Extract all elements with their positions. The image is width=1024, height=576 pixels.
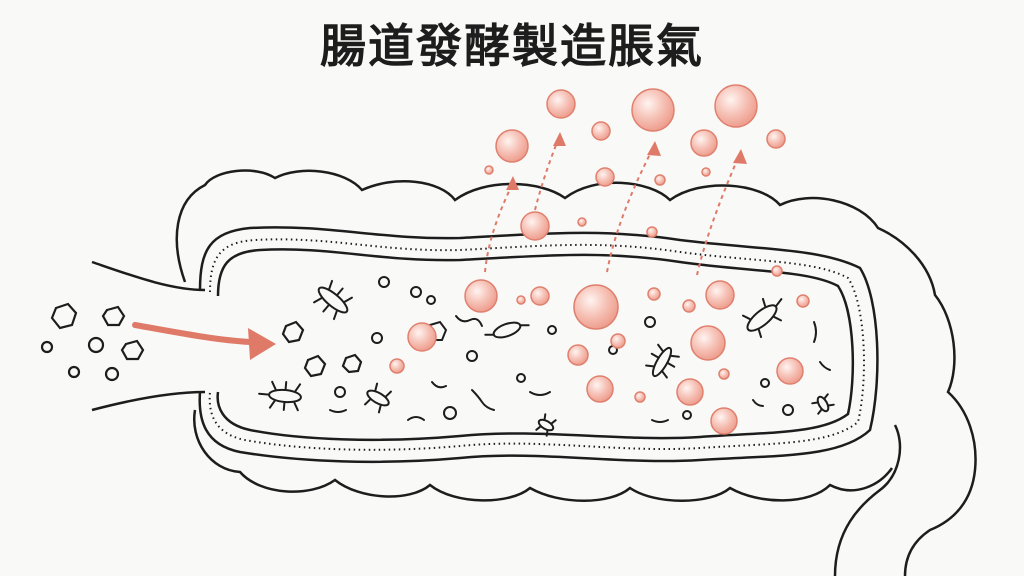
gas-bubble-icon [714, 84, 758, 128]
bacteria-icon [819, 361, 831, 371]
gas-bubble-icon [586, 375, 614, 403]
diagram-title: 腸道發酵製造脹氣 [320, 19, 704, 73]
bacteria-icon [329, 409, 347, 413]
wall-layer-inner [216, 248, 855, 442]
food-particle-icon [371, 332, 383, 344]
food-particle-icon [466, 350, 478, 362]
gas-bubble-icon [710, 407, 738, 435]
gas-bubble-icon [796, 294, 810, 308]
gas-bubble-icon [654, 174, 666, 186]
bacteria-icon [364, 382, 392, 414]
gas-bubble-icon [530, 286, 550, 306]
gas-bubbles-inside [389, 265, 810, 435]
bacteria-icon [651, 419, 669, 423]
bacteria-icon [811, 393, 835, 415]
food-particle-icon [40, 340, 54, 354]
gas-bubble-icon [701, 167, 711, 177]
bacteria-icon [813, 321, 817, 343]
gas-bubble-icon [407, 322, 437, 352]
bacteria-icon [752, 399, 764, 407]
colon-inner-outline [833, 424, 902, 576]
gas-bubble-icon [516, 295, 526, 305]
gas-rising-arrow-icon [484, 184, 513, 273]
gas-bubble-icon [647, 287, 661, 301]
colon-lower-wall [192, 409, 894, 502]
bacteria-icon [471, 389, 495, 411]
gas-bubble-icon [690, 325, 726, 361]
gas-bubble-icon [546, 89, 576, 119]
inlet-tube-top [91, 260, 206, 292]
food-particle-icon [303, 354, 327, 378]
gas-bubble-icon [610, 333, 626, 349]
gas-bubble-icon [567, 344, 589, 366]
gas-bubble-icon [577, 217, 587, 227]
bacteria-icon [484, 321, 530, 339]
wall-layer-outer [198, 226, 879, 464]
inlet-tube-bottom [91, 390, 206, 412]
gas-rising-arrow-icon [534, 139, 559, 211]
gas-bubble-icon [631, 88, 675, 132]
gas-rising-arrow-icon [696, 157, 739, 276]
food-particle-icon [50, 302, 78, 330]
inflow-arrow-icon [132, 322, 276, 360]
gas-bubble-icon [766, 129, 786, 149]
gas-bubble-icon [676, 378, 704, 406]
gas-bubble-icon [634, 391, 646, 403]
gas-arrow-heads [506, 132, 747, 190]
gas-rising-arrows [484, 139, 739, 276]
food-particle-icon [67, 365, 81, 379]
food-particle-icon [516, 373, 526, 383]
gas-bubble-icon [591, 121, 611, 141]
gas-bubble-icon [771, 265, 783, 277]
gas-bubble-icon [776, 357, 804, 385]
gas-bubble-icon [464, 279, 498, 313]
bacteria-icon [455, 315, 483, 327]
food-particle-icon [682, 410, 692, 420]
bacteria-icon [258, 380, 302, 412]
gas-bubble-icon [520, 211, 550, 241]
food-particle-icon [782, 404, 794, 416]
gas-bubble-icon [595, 167, 615, 187]
food-particle-icon [410, 286, 422, 298]
food-particle-icon [334, 386, 346, 398]
bacteria-icon [313, 279, 353, 321]
gas-bubble-icon [389, 358, 405, 374]
gas-bubble-icon [646, 226, 658, 238]
gas-bubble-icon [682, 299, 696, 313]
food-particle-icon [644, 316, 656, 328]
bacteria-group [258, 279, 835, 437]
food-particle-icon [341, 353, 363, 374]
food-particle-icon [101, 305, 126, 327]
bacteria-icon [529, 391, 551, 396]
gas-bubble-icon [573, 284, 619, 330]
food-particle-icon [426, 295, 436, 305]
gas-bubble-icon [484, 165, 494, 175]
food-particle-icon [443, 406, 457, 420]
food-particle-icon [120, 339, 145, 361]
gas-rising-arrow-icon [606, 149, 653, 273]
bacteria-icon [407, 416, 425, 421]
food-particle-icon [87, 336, 105, 354]
food-particle-icon [378, 276, 390, 288]
bacteria-icon [535, 413, 557, 437]
bacteria-icon [742, 297, 783, 339]
food-particles-outside [40, 302, 363, 382]
food-particle-icon [281, 320, 305, 344]
bacteria-icon [645, 343, 680, 379]
gas-bubble-icon [495, 129, 529, 163]
gas-bubble-icon [718, 368, 730, 380]
gas-bubble-icon [705, 280, 735, 310]
food-particle-icon [547, 325, 557, 335]
colon-outer-wall [175, 169, 977, 576]
gas-bubble-icon [690, 129, 718, 157]
bacteria-icon [431, 381, 447, 389]
gas-bubbles-escaping [484, 84, 786, 241]
food-particle-icon [760, 378, 770, 388]
food-particle-icon [104, 366, 120, 382]
